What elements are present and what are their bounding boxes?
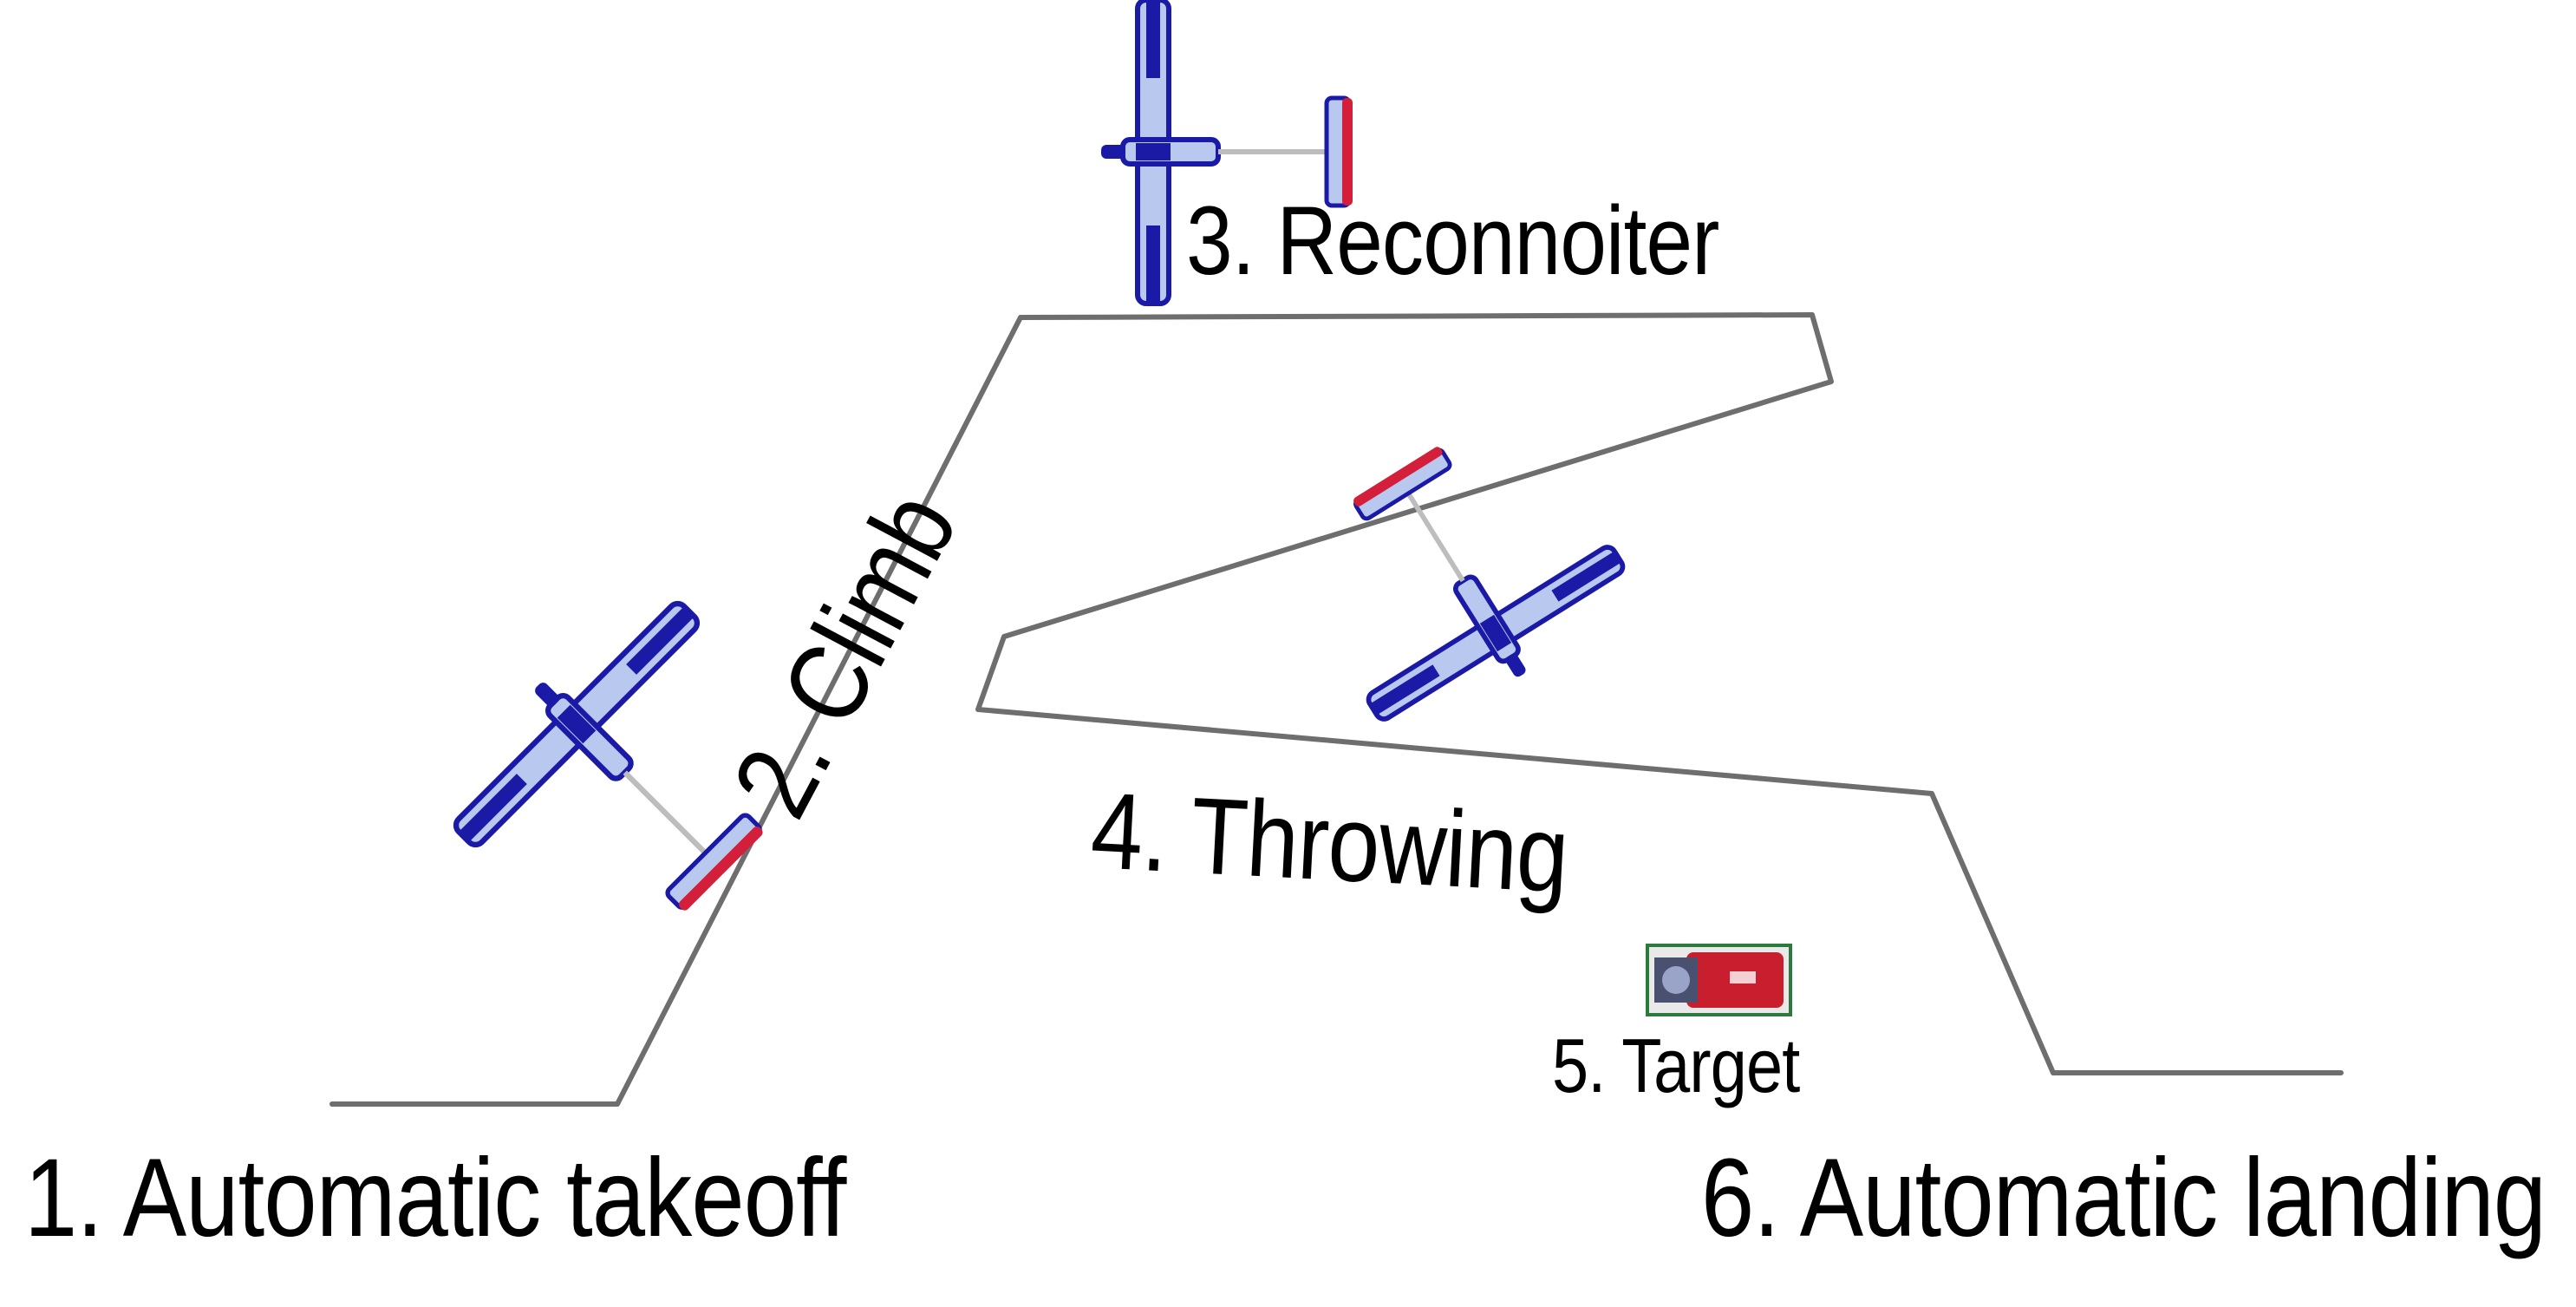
label-reconnoiter: 3. Reconnoiter bbox=[1186, 186, 1719, 295]
airplane-icon bbox=[1273, 396, 1644, 752]
target-icon bbox=[1646, 944, 1792, 1016]
label-automatic-landing: 6. Automatic landing bbox=[1701, 1136, 2547, 1260]
label-automatic-takeoff: 1. Automatic takeoff bbox=[24, 1136, 846, 1260]
flight-path-line bbox=[329, 312, 2344, 1107]
label-target: 5. Target bbox=[1552, 1023, 1800, 1108]
label-throwing: 4. Throwing bbox=[1088, 770, 1571, 916]
